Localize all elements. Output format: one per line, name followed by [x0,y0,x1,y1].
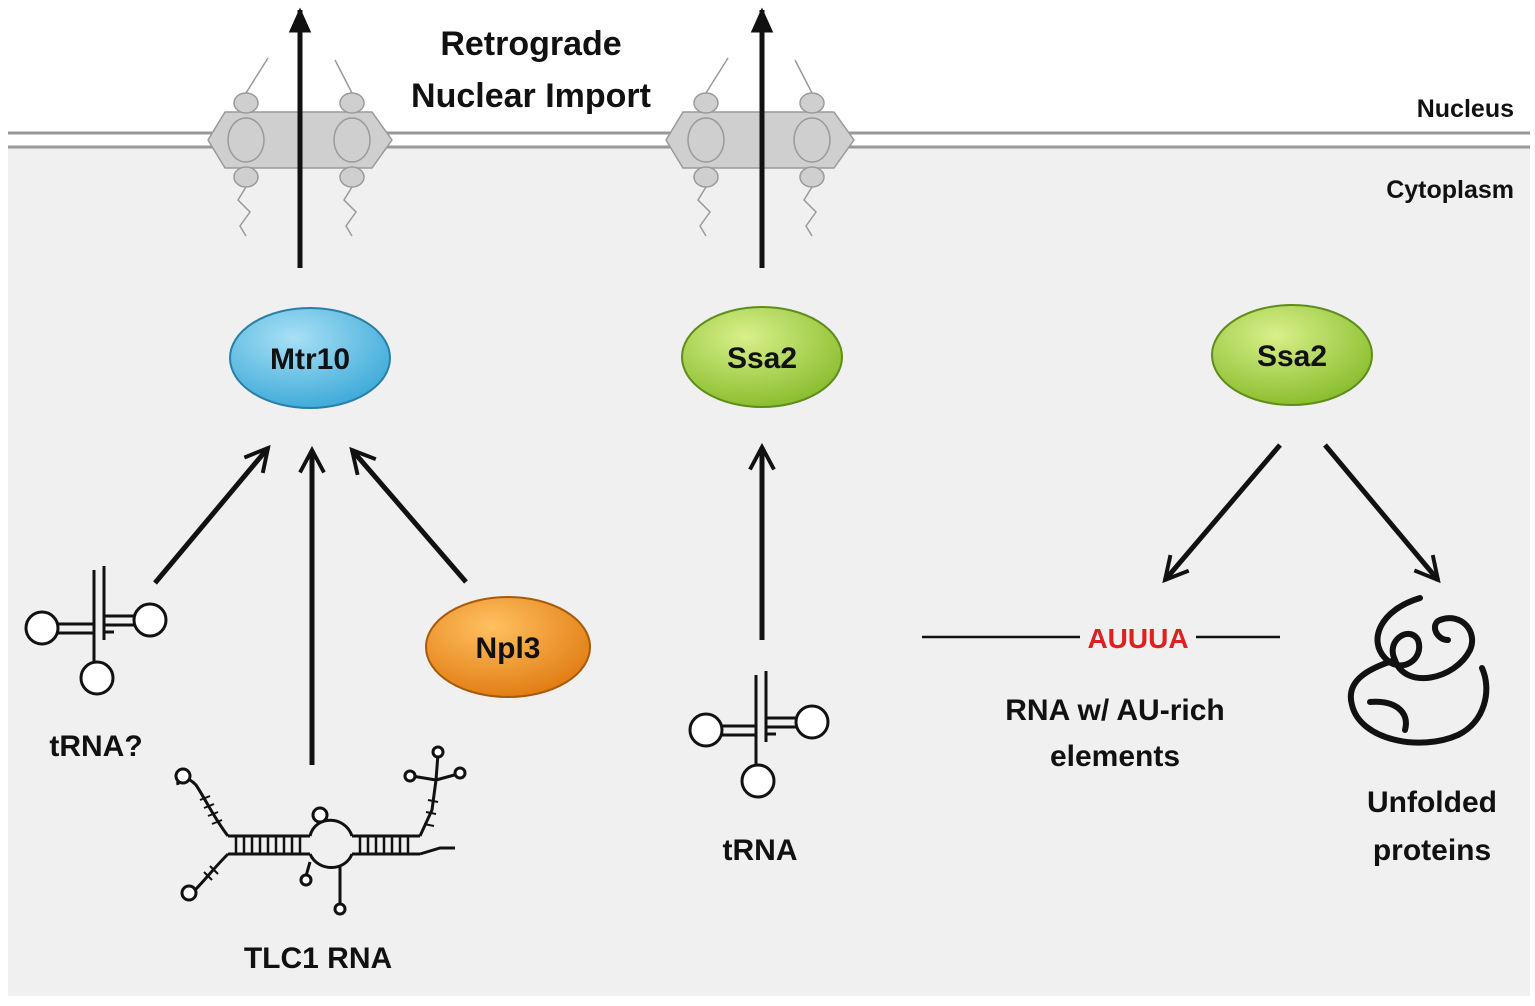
svg-text:Ssa2: Ssa2 [1257,340,1327,373]
unfolded-label-line1: Unfolded [1367,786,1497,819]
tlc1-rna-icon [174,745,467,916]
trna-icon [688,671,830,799]
trna-question-icon [24,566,168,696]
diagram-title-line1: Retrograde [440,25,621,63]
ssa2-protein-middle: Ssa2 [681,306,843,408]
unfolded-protein-icon [1347,595,1490,746]
arrow-ssa2-to-au-rna [1162,443,1282,584]
arrow-trna-to-mtr10 [153,444,271,585]
svg-text:Npl3: Npl3 [475,632,540,665]
au-rich-label-line2: elements [1050,740,1180,773]
arrow-npl3-to-mtr10 [349,446,468,584]
svg-text:Mtr10: Mtr10 [270,343,350,376]
arrow-ssa2-to-unfolded [1323,443,1441,584]
unfolded-label-line2: proteins [1373,834,1491,867]
diagram-title-line2: Nuclear Import [411,77,651,115]
au-rich-motif: AUUUA [1087,623,1188,654]
cytoplasm-region [8,147,1530,996]
cytoplasm-label: Cytoplasm [1386,176,1514,204]
svg-text:Ssa2: Ssa2 [727,342,797,375]
nucleus-label: Nucleus [1417,95,1514,123]
mtr10-protein: Mtr10 [229,307,391,409]
au-rich-label-line1: RNA w/ AU-rich [1005,694,1224,727]
tlc1-rna-label: TLC1 RNA [244,942,392,975]
trna-label: tRNA [723,834,798,867]
ssa2-protein-right: Ssa2 [1211,304,1373,406]
npl3-protein: Npl3 [425,596,591,698]
trna-question-label: tRNA? [49,730,142,763]
